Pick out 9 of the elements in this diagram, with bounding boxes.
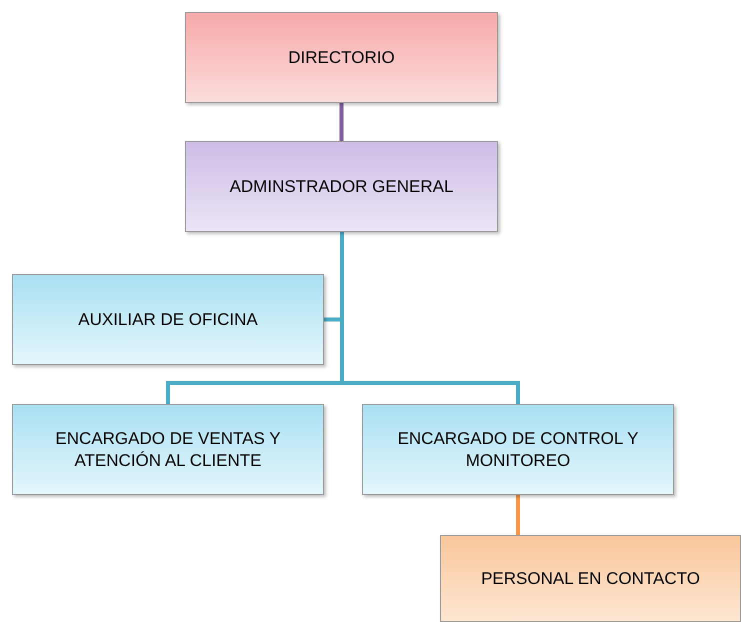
org-box: DIRECTORIO [185, 12, 498, 103]
connector-line [340, 232, 520, 404]
org-box: AUXILIAR DE OFICINA [12, 274, 324, 365]
org-box: ENCARGADO DE VENTAS Y ATENCIÓN AL CLIENTE [12, 404, 324, 495]
org-box: PERSONAL EN CONTACTO [440, 535, 741, 622]
org-box: ENCARGADO DE CONTROL Y MONITOREO [362, 404, 674, 495]
org-box: ADMINSTRADOR GENERAL [185, 141, 498, 232]
connector-line [340, 103, 344, 141]
connector-line [516, 495, 520, 535]
